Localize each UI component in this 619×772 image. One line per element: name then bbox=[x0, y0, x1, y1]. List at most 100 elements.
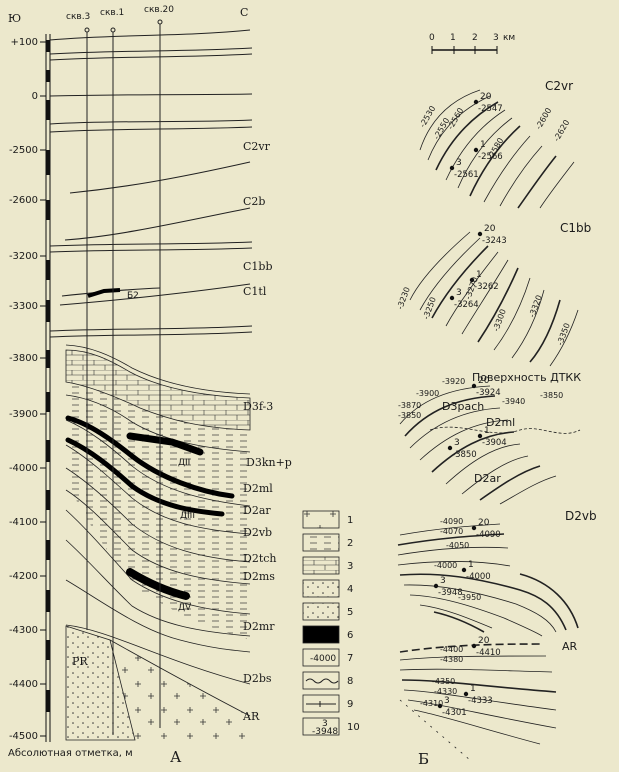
well-point bbox=[469, 277, 475, 283]
map3-well-3-value: -3850 bbox=[452, 450, 477, 460]
scale-tick-2: 2 bbox=[472, 33, 478, 43]
horizon-b2: Б2 bbox=[127, 291, 139, 301]
legend-swatch bbox=[302, 602, 340, 621]
well-point bbox=[473, 99, 479, 105]
map2-well-3-value: -3264 bbox=[454, 300, 479, 310]
well-point bbox=[447, 445, 453, 451]
map3-well-20-value: -3924 bbox=[476, 388, 501, 398]
well-point bbox=[477, 433, 483, 439]
legend-swatch bbox=[302, 556, 340, 575]
legend-label: 6 bbox=[347, 630, 353, 641]
map1-well-3-number: 3 bbox=[456, 158, 462, 168]
map3-contour-label: -3850 bbox=[540, 391, 563, 400]
map2-contour-label: -3230 bbox=[395, 286, 411, 311]
layer-label: D3f-3 bbox=[243, 400, 273, 413]
map3-zone: D2ml bbox=[486, 416, 515, 429]
well-point bbox=[471, 525, 477, 531]
maps: 0 1 2 3 км bbox=[395, 33, 596, 768]
scale-tick-1: 1 bbox=[450, 33, 456, 43]
map2-contour-label: -3250 bbox=[421, 296, 437, 321]
well-point bbox=[463, 691, 469, 697]
cross-section: +1000-2500-2600-3200-3300-3800-3900-4000… bbox=[8, 5, 292, 766]
horizon-d2: ДII bbox=[178, 458, 190, 468]
legend-swatch bbox=[302, 510, 340, 529]
map2-well-1-number: 1 bbox=[476, 270, 482, 280]
map5-well-3-value: -4301 bbox=[442, 708, 467, 718]
well-label-1: скв.1 bbox=[100, 8, 124, 18]
map1-well-20-number: 20 bbox=[480, 92, 492, 102]
elevation-tick-label: -3800 bbox=[9, 353, 38, 364]
scale-tick-3: 3 bbox=[493, 33, 499, 43]
map2-well-1-value: -3262 bbox=[474, 282, 499, 292]
legend-fault-line bbox=[306, 701, 336, 707]
layer-label: PR bbox=[72, 655, 88, 668]
legend-label: 7 bbox=[347, 653, 353, 664]
map4-contour-label: -4070 bbox=[440, 527, 463, 536]
map3-contour-label: -3920 bbox=[442, 377, 465, 386]
elevation-tick-label: -3900 bbox=[9, 409, 38, 420]
well-point bbox=[449, 295, 455, 301]
scale-unit: км bbox=[503, 33, 515, 43]
elevation-tick-label: +100 bbox=[11, 37, 38, 48]
map5-contour-label: -4350 bbox=[432, 677, 455, 686]
map5-well-20-value: -4410 bbox=[476, 648, 501, 658]
well-label-3: скв.3 bbox=[66, 12, 90, 22]
map5-contour-label: -4330 bbox=[434, 687, 457, 696]
map4-well-1-number: 1 bbox=[468, 560, 474, 570]
map1-contour-label: -2620 bbox=[552, 118, 571, 143]
layer-label: AR bbox=[242, 710, 260, 723]
map4-well-3-number: 3 bbox=[440, 576, 446, 586]
horizon-d3: ДIII bbox=[180, 511, 195, 521]
legend-label: 10 bbox=[347, 722, 360, 733]
panel-label-a: А bbox=[170, 748, 182, 766]
map2-title: C1bb bbox=[560, 221, 591, 235]
map-c2vr bbox=[419, 89, 575, 209]
elevation-tick-label: -2600 bbox=[9, 195, 38, 206]
legend-label: 1 bbox=[347, 515, 353, 526]
upper-horizons bbox=[59, 161, 251, 306]
legend-well-sample-num: 3 bbox=[322, 719, 328, 729]
wells bbox=[84, 19, 163, 735]
legend-label: 4 bbox=[347, 584, 353, 595]
side-south: Ю bbox=[8, 12, 21, 25]
legend-label: 9 bbox=[347, 699, 353, 710]
map3-zone: D3pach bbox=[442, 400, 484, 413]
map5-contour-label: -4380 bbox=[440, 655, 463, 664]
legend-label: 5 bbox=[347, 607, 353, 618]
elevation-tick-label: -3200 bbox=[9, 251, 38, 262]
map4-well-20-number: 20 bbox=[478, 518, 490, 528]
legend-swatch bbox=[302, 579, 340, 598]
map4-title: D2vb bbox=[565, 509, 597, 523]
legend-label: 2 bbox=[347, 538, 353, 549]
elevation-tick-label: -4200 bbox=[9, 571, 38, 582]
map-c1bb bbox=[409, 231, 579, 367]
layer-label: D2ms bbox=[243, 570, 275, 583]
legend-contour-sample: -4000 bbox=[310, 654, 336, 664]
map2-contour-label: -3320 bbox=[527, 294, 543, 319]
layer-label: D2mr bbox=[243, 620, 275, 633]
well-point bbox=[471, 643, 477, 649]
legend-swatch bbox=[302, 671, 340, 690]
map3-contour-label: -3940 bbox=[502, 397, 525, 406]
elevation-tick-label: -4400 bbox=[9, 679, 38, 690]
well-point bbox=[449, 165, 455, 171]
map1-contour-label: -2600 bbox=[534, 106, 553, 131]
well-point bbox=[477, 231, 483, 237]
map1-well-1-number: 1 bbox=[480, 140, 486, 150]
map4-contour-label: -3950 bbox=[458, 593, 481, 602]
map1-well-20-value: -2547 bbox=[478, 104, 503, 114]
map3-well-3-number: 3 bbox=[454, 438, 460, 448]
map4-ar-label: AR bbox=[562, 640, 578, 653]
layer-label: D2ar bbox=[243, 504, 271, 517]
elevation-tick-label: -4100 bbox=[9, 517, 38, 528]
map2-contour-label: -3300 bbox=[491, 308, 507, 333]
elevation-tick-label: -2500 bbox=[9, 145, 38, 156]
horizon-d5: ДV bbox=[178, 603, 192, 613]
map1-well-3-value: -2561 bbox=[454, 170, 479, 180]
map1-contour-label: -2530 bbox=[418, 104, 437, 129]
elevation-tick-label: -4300 bbox=[9, 625, 38, 636]
map3-well-1-number: 1 bbox=[484, 426, 490, 436]
well-point bbox=[471, 383, 477, 389]
